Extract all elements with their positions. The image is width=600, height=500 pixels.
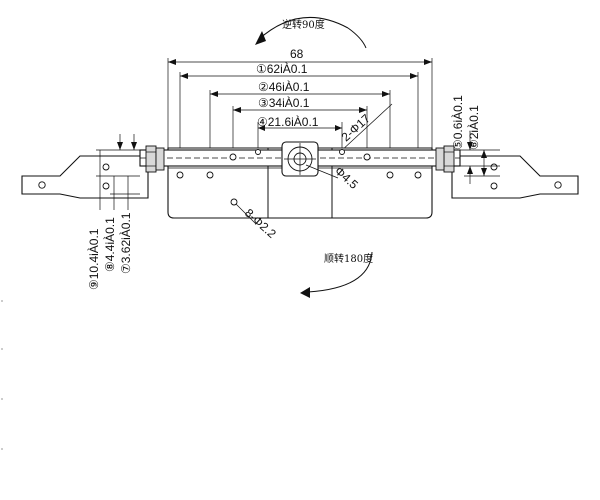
left-vertical-dims (96, 134, 146, 210)
pin-holes (176, 149, 422, 206)
left-dim-c-label: ⑦3.62iÀ0.1 (118, 212, 133, 274)
center-hole-leader (305, 164, 339, 179)
right-vertical-dims (454, 132, 500, 184)
forward-rotation-arrow (300, 251, 373, 298)
dimension-21-6-label: ④21.6iÀ0.1 (257, 114, 319, 129)
reverse-rotation-label: 逆转90度 (282, 18, 325, 31)
dimension-34-label: ③34iÀ0.1 (258, 95, 310, 110)
right-mounting-arm (451, 155, 579, 199)
right-dim-a-label: ⑤0.6iÀ0.1 (450, 95, 465, 150)
right-nut (435, 145, 455, 173)
dimension-21-6-line (257, 122, 343, 150)
overall-dimension-label: 68 (290, 47, 304, 61)
hole-diameter-label: 2-Φ17 (339, 111, 374, 144)
dimension-46-line (209, 90, 391, 175)
pin-holes-leader (235, 203, 257, 225)
left-dim-b-label: ⑧4.4iÀ0.1 (102, 217, 117, 272)
dimension-62-label: ①62iÀ0.1 (256, 61, 308, 76)
hole-diameter-leader (339, 103, 393, 153)
left-nut (145, 145, 165, 173)
forward-rotation-label: 顺转180度 (324, 252, 373, 265)
reverse-rotation-arrow (255, 17, 367, 49)
left-dim-a-label: ⑨10.4iÀ0.1 (86, 228, 101, 290)
overall-dimension-line (167, 58, 433, 150)
dimension-46-label: ②46iÀ0.1 (258, 79, 310, 94)
right-dim-b-label: ⑥2iÀ0.1 (466, 105, 481, 150)
center-hub (281, 141, 319, 177)
left-mounting-arm (21, 155, 149, 199)
